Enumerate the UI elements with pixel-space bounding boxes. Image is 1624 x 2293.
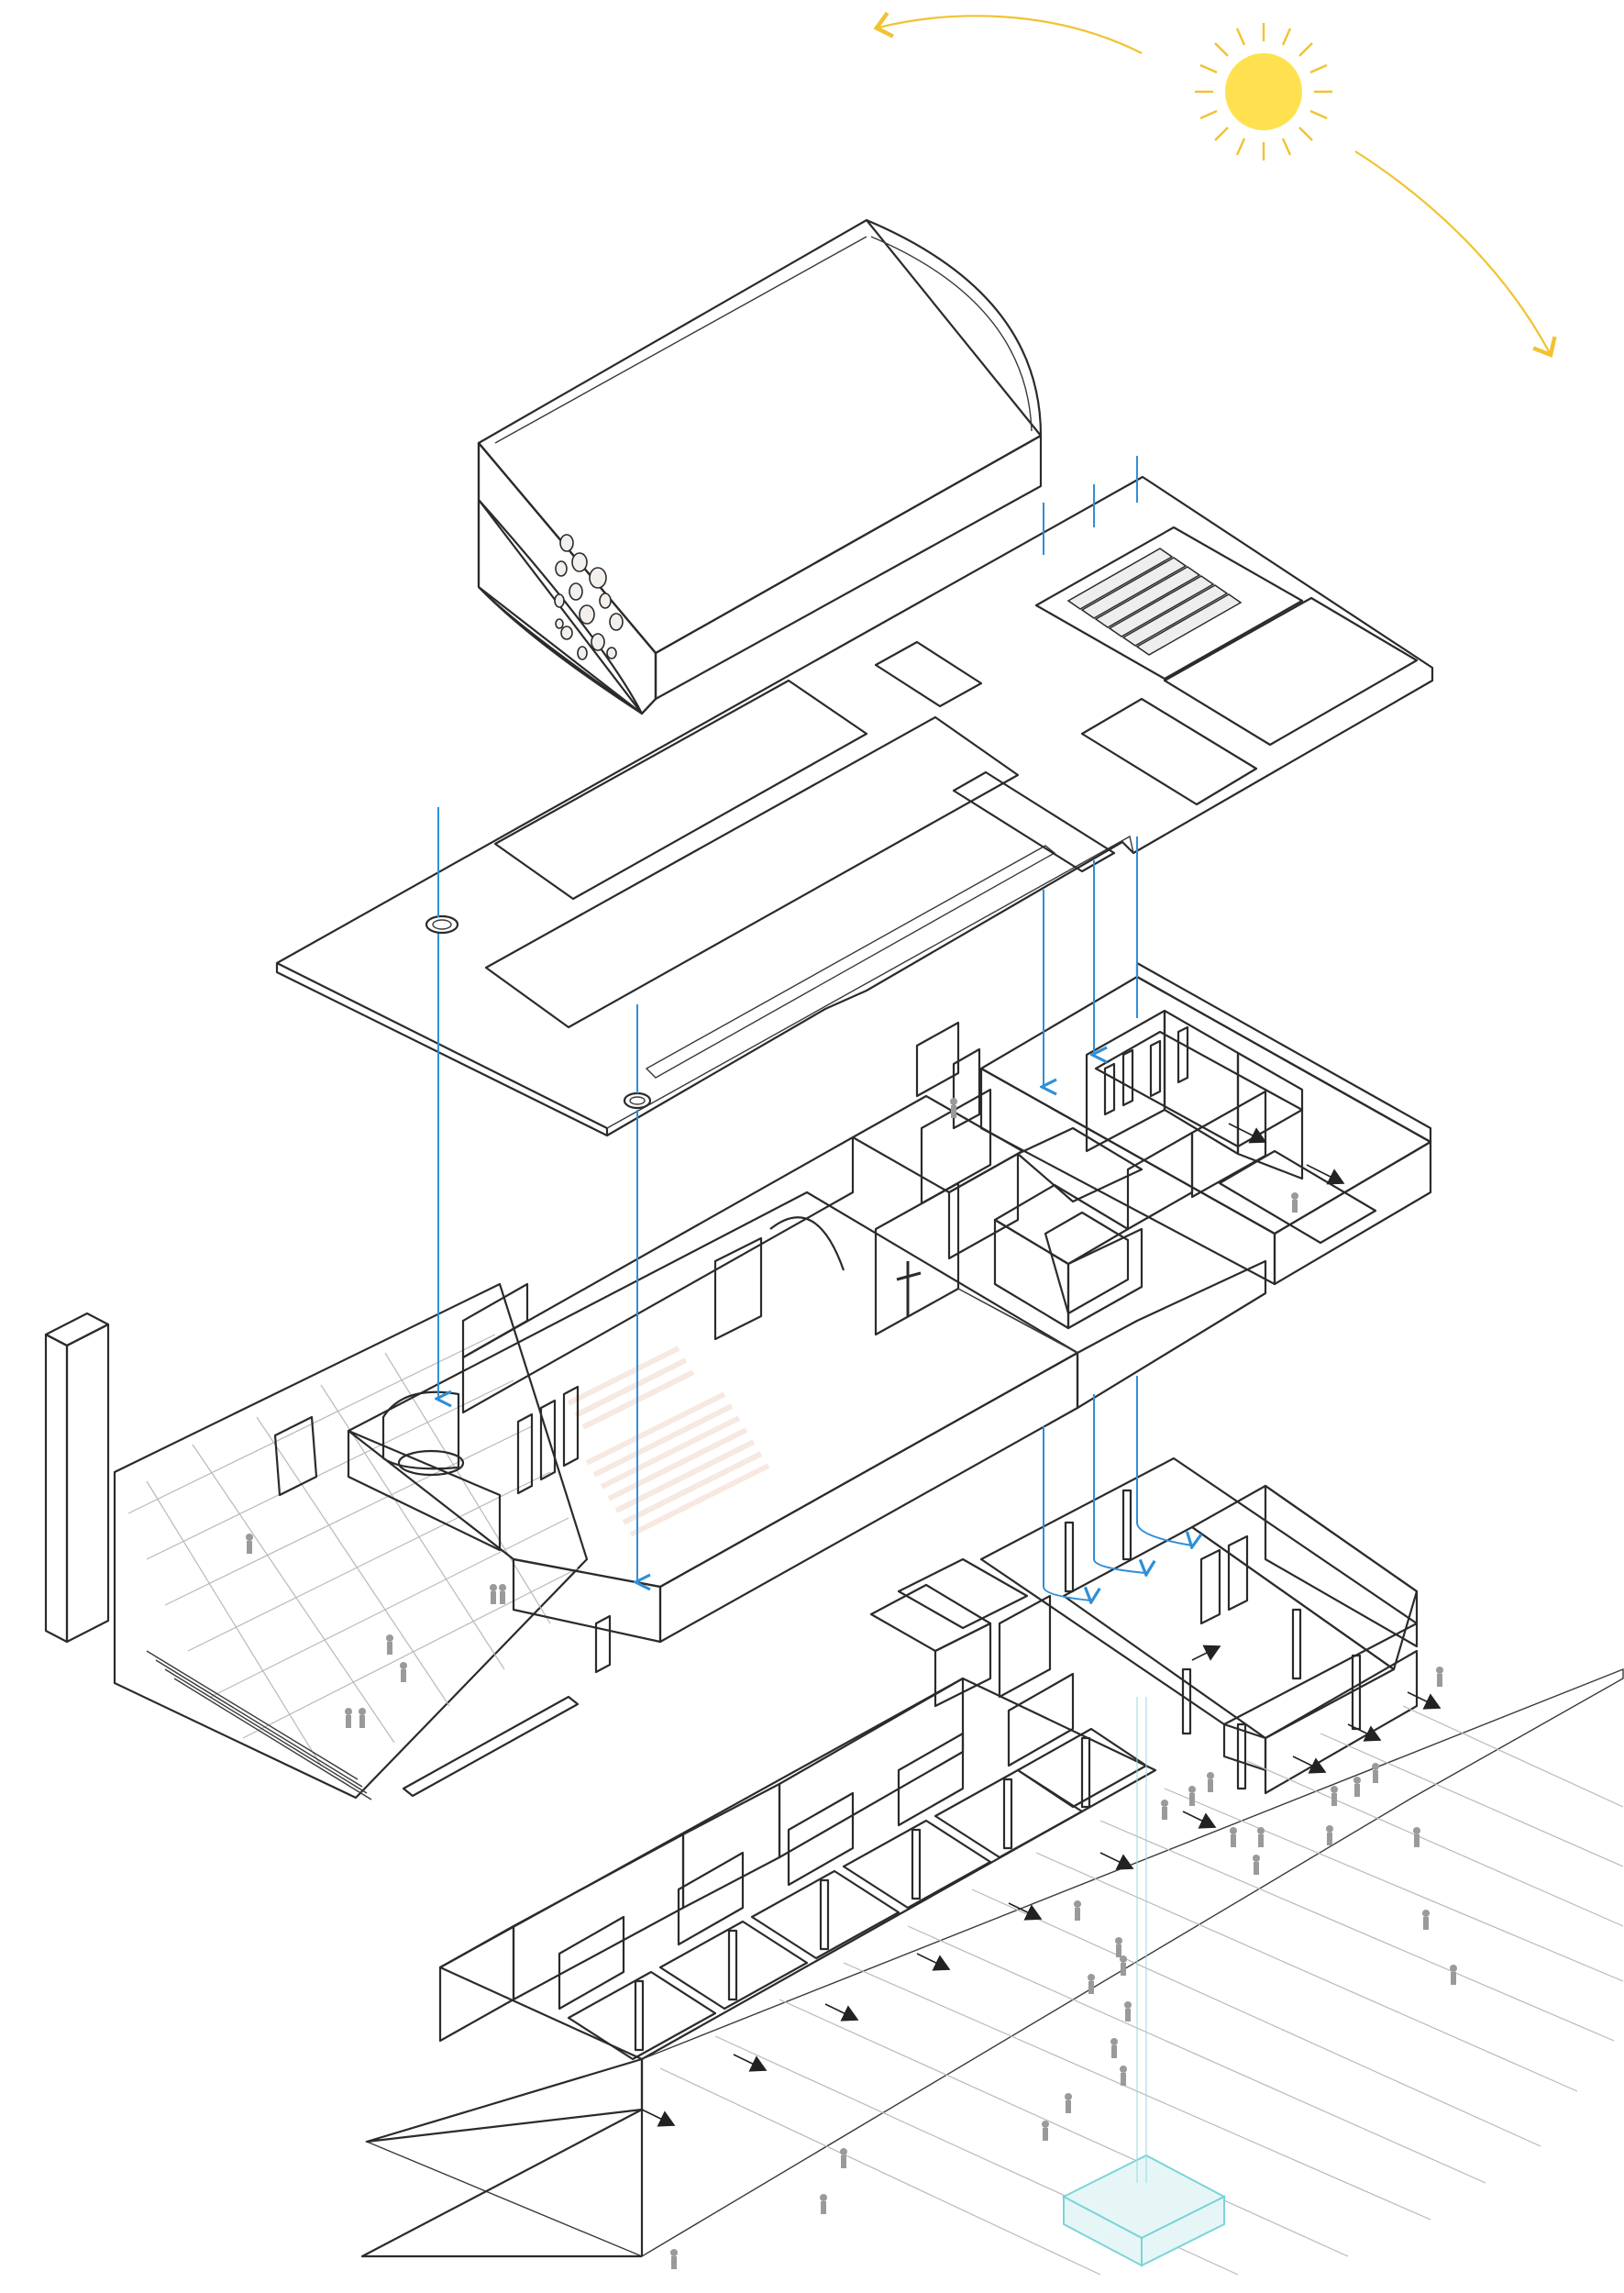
classroom-level bbox=[869, 1457, 1419, 1795]
sun-icon bbox=[1195, 23, 1332, 161]
perforations bbox=[554, 534, 624, 660]
roof-slab bbox=[275, 475, 1434, 1137]
bath-wing bbox=[915, 961, 1432, 1286]
sun-path-arrow-icon bbox=[873, 11, 1143, 54]
sun-path-arrow-icon bbox=[1354, 150, 1557, 358]
vaulted-roof-volume bbox=[477, 218, 1043, 715]
cross-icon bbox=[896, 1261, 922, 1316]
water-tank bbox=[1061, 1697, 1227, 2267]
service-rooms bbox=[851, 1088, 1267, 1410]
blue-guide-lines bbox=[438, 456, 1192, 1601]
plaza bbox=[44, 1282, 589, 1800]
bell-tower bbox=[44, 1312, 110, 1644]
person-icon bbox=[246, 1098, 1457, 2269]
classroom-strip bbox=[360, 1667, 1624, 2276]
direction-arrow-icon bbox=[641, 1123, 1442, 2127]
sun-group bbox=[873, 11, 1557, 358]
chapel-floor bbox=[347, 1135, 1079, 1674]
pews bbox=[567, 1346, 770, 1537]
skylight-louvers bbox=[1066, 548, 1243, 656]
